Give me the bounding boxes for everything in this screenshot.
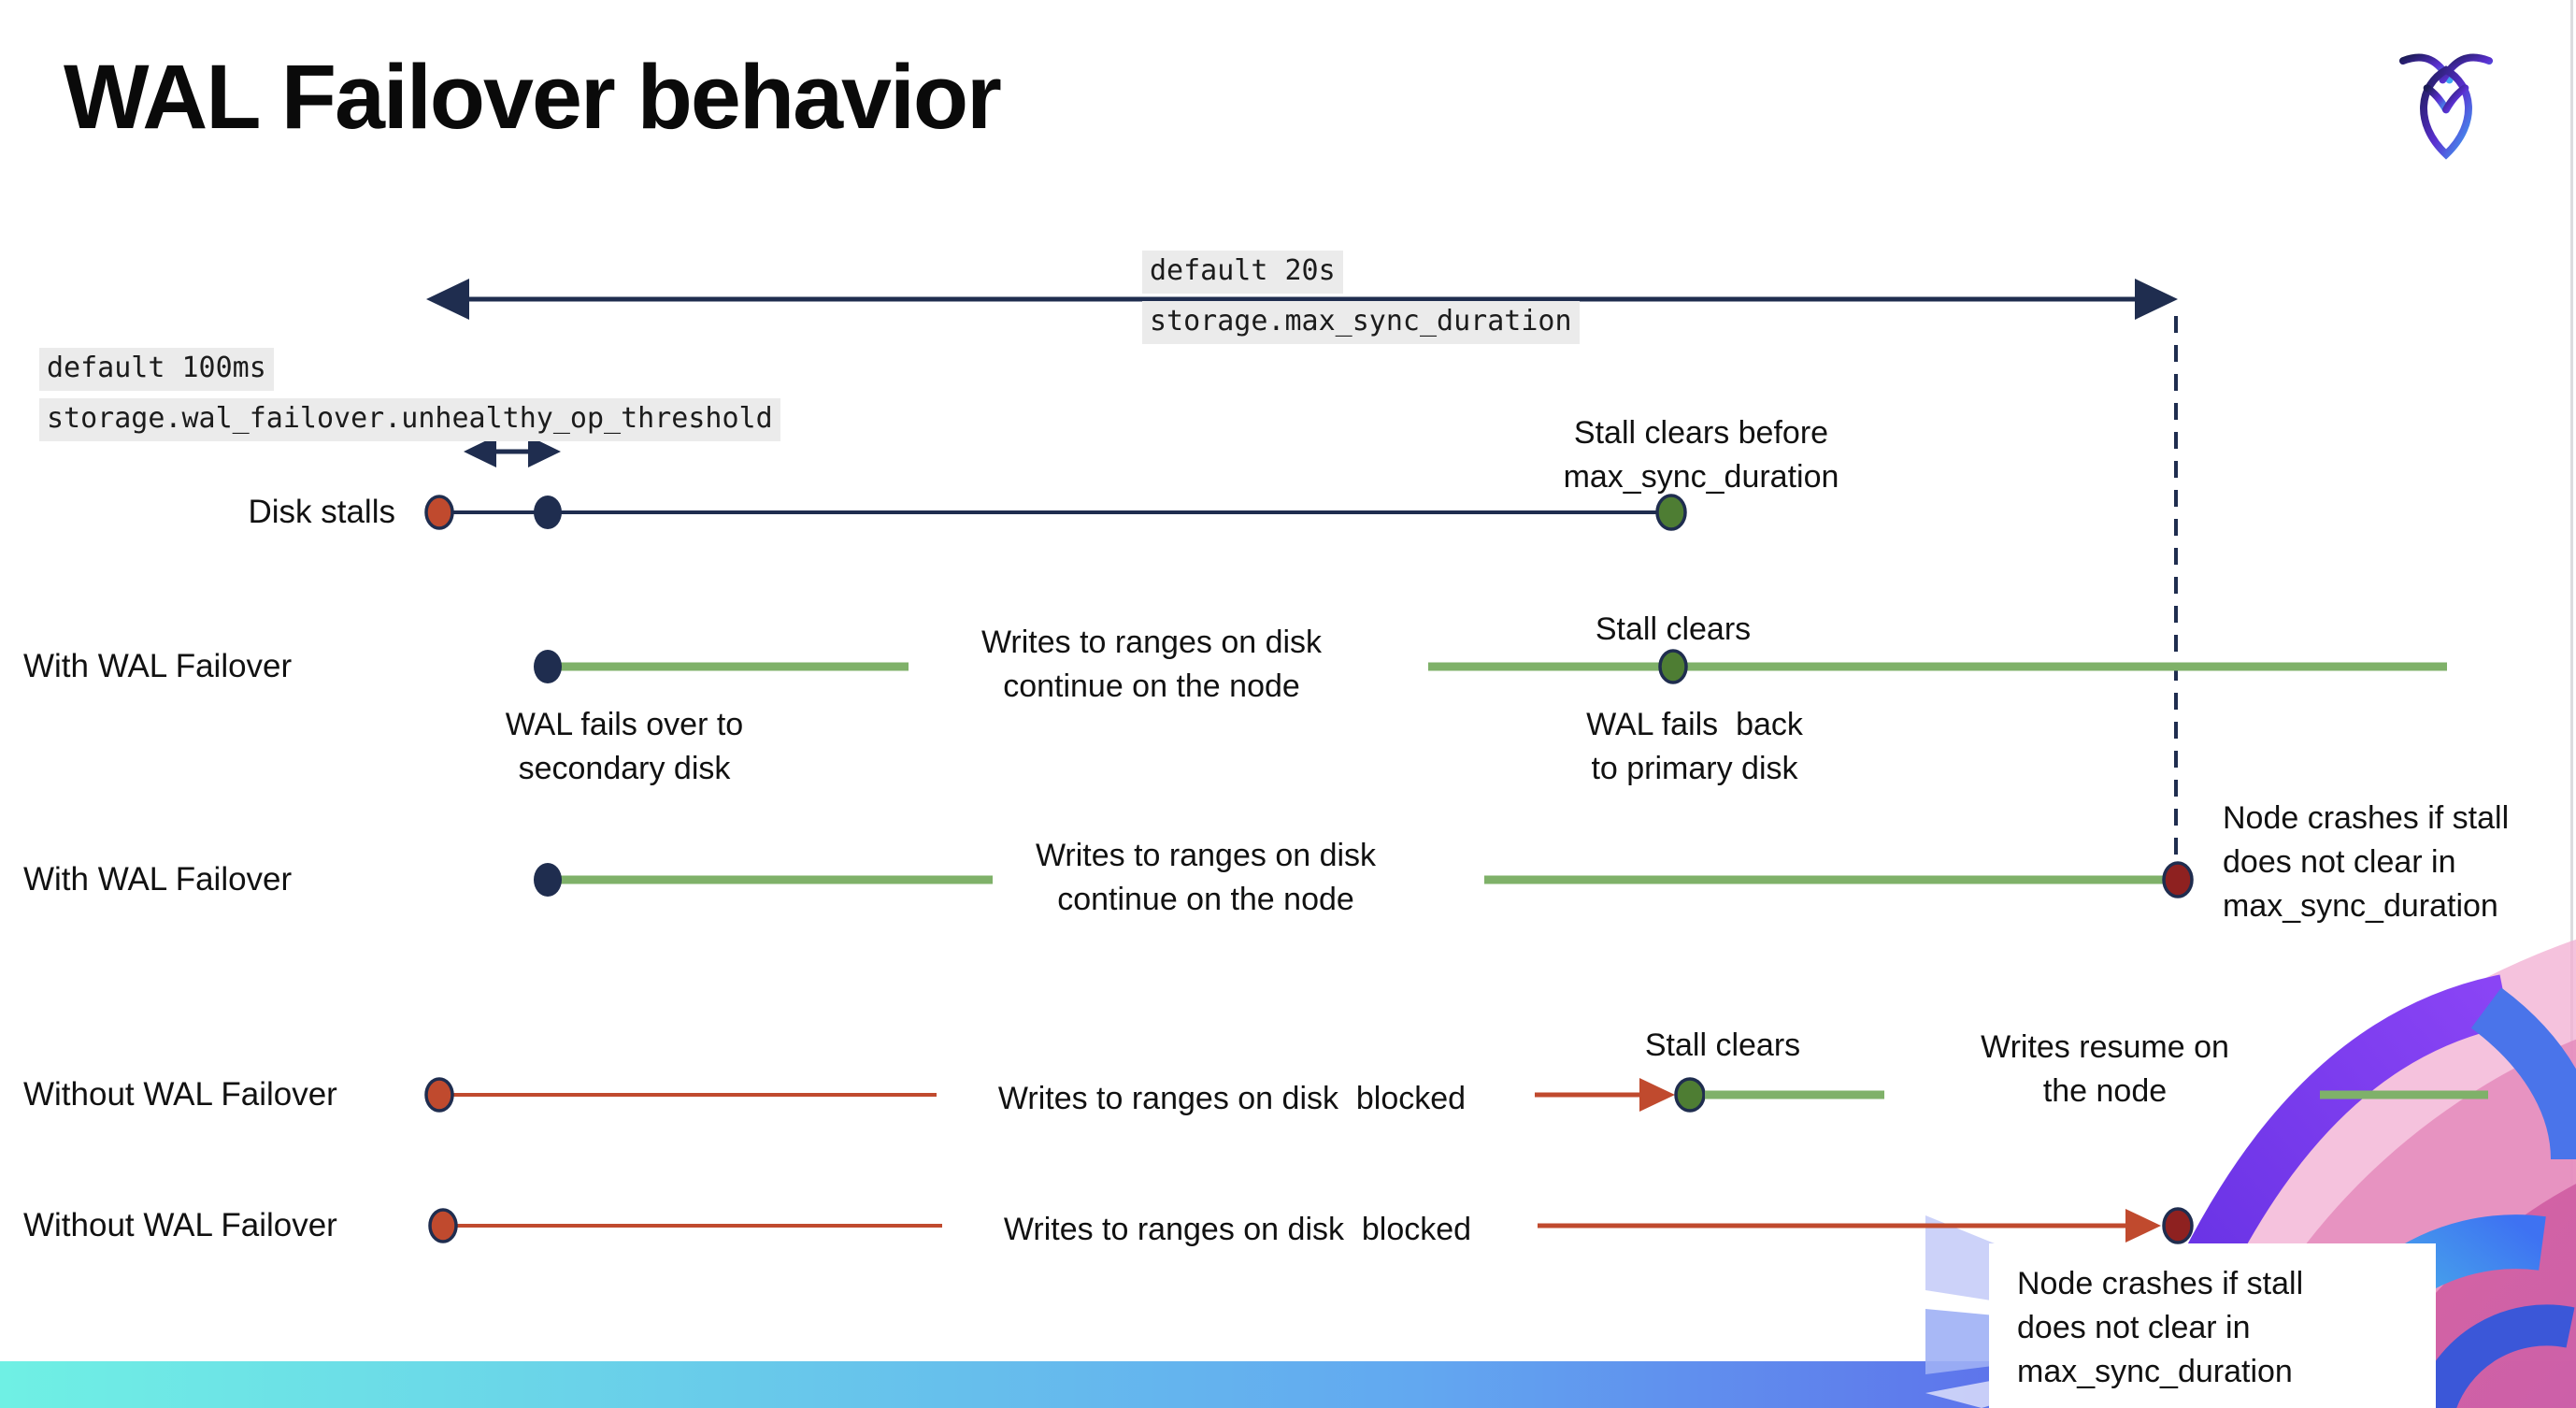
arrowhead-right-icon: [2135, 279, 2178, 320]
failover-dot: [534, 650, 562, 683]
stall-clears-before-label: Stall clears before max_sync_duration: [1563, 415, 1839, 495]
page-title: WAL Failover behavior: [64, 46, 1002, 148]
stall-start-dot: [428, 1208, 458, 1243]
stall-clears-dot: [1658, 649, 1688, 684]
node-crashes-label: Node crashes if stall does not clear in …: [2223, 800, 2510, 924]
cockroachdb-logo-icon: [2398, 53, 2494, 160]
row-label-disk-stalls: Disk stalls: [248, 494, 395, 530]
node-crash-callout: Node crashes if stall does not clear in …: [1989, 1243, 2436, 1408]
wal-fails-back-label: WAL fails back to primary disk: [1586, 707, 1803, 786]
setting-name: storage.max_sync_duration: [1142, 301, 1580, 344]
unhealthy-op-threshold-setting: default 100ms storage.wal_failover.unhea…: [39, 348, 780, 441]
stall-clears-label: Stall clears: [1644, 1027, 1801, 1063]
wal-fails-over-label: WAL fails over to secondary disk: [505, 707, 744, 786]
stall-clears-dot: [1674, 1077, 1706, 1113]
row-label-with-wal-failover-2: With WAL Failover: [23, 861, 293, 898]
row-label-without-wal-failover-2: Without WAL Failover: [23, 1207, 337, 1243]
node-crash-dot: [2162, 861, 2194, 898]
stall-clears-dot: [1655, 494, 1687, 531]
max-sync-duration-setting: default 20s storage.max_sync_duration: [1142, 251, 1580, 344]
writes-continue-label: Writes to ranges on disk continue on the…: [1035, 838, 1377, 917]
art-blue-ribbon: [2470, 987, 2576, 1160]
writes-resume-label: Writes resume on the node: [1981, 1029, 2229, 1109]
row-label-with-wal-failover-1: With WAL Failover: [23, 648, 293, 684]
arrowhead-right-icon: [1639, 1078, 1675, 1112]
stall-clears-label: Stall clears: [1595, 611, 1752, 647]
stall-start-dot: [424, 495, 454, 530]
setting-default-value: default 20s: [1142, 251, 1343, 294]
slide-edge: [2570, 0, 2573, 1361]
threshold-dot: [534, 496, 562, 529]
art-blue-arch: [2414, 1304, 2575, 1408]
setting-name: storage.wal_failover.unhealthy_op_thresh…: [39, 398, 780, 441]
writes-continue-label: Writes to ranges on disk continue on the…: [980, 625, 1323, 704]
row-label-without-wal-failover-1: Without WAL Failover: [23, 1076, 337, 1113]
stall-start-dot: [424, 1077, 454, 1113]
writes-blocked-label: Writes to ranges on disk blocked: [997, 1081, 1467, 1116]
node-crashes-label: Node crashes if stall does not clear in …: [2017, 1266, 2304, 1389]
failover-dot: [534, 863, 562, 897]
arrowhead-left-icon: [426, 279, 469, 320]
writes-blocked-label: Writes to ranges on disk blocked: [1003, 1212, 1472, 1247]
setting-default-value: default 100ms: [39, 348, 274, 391]
